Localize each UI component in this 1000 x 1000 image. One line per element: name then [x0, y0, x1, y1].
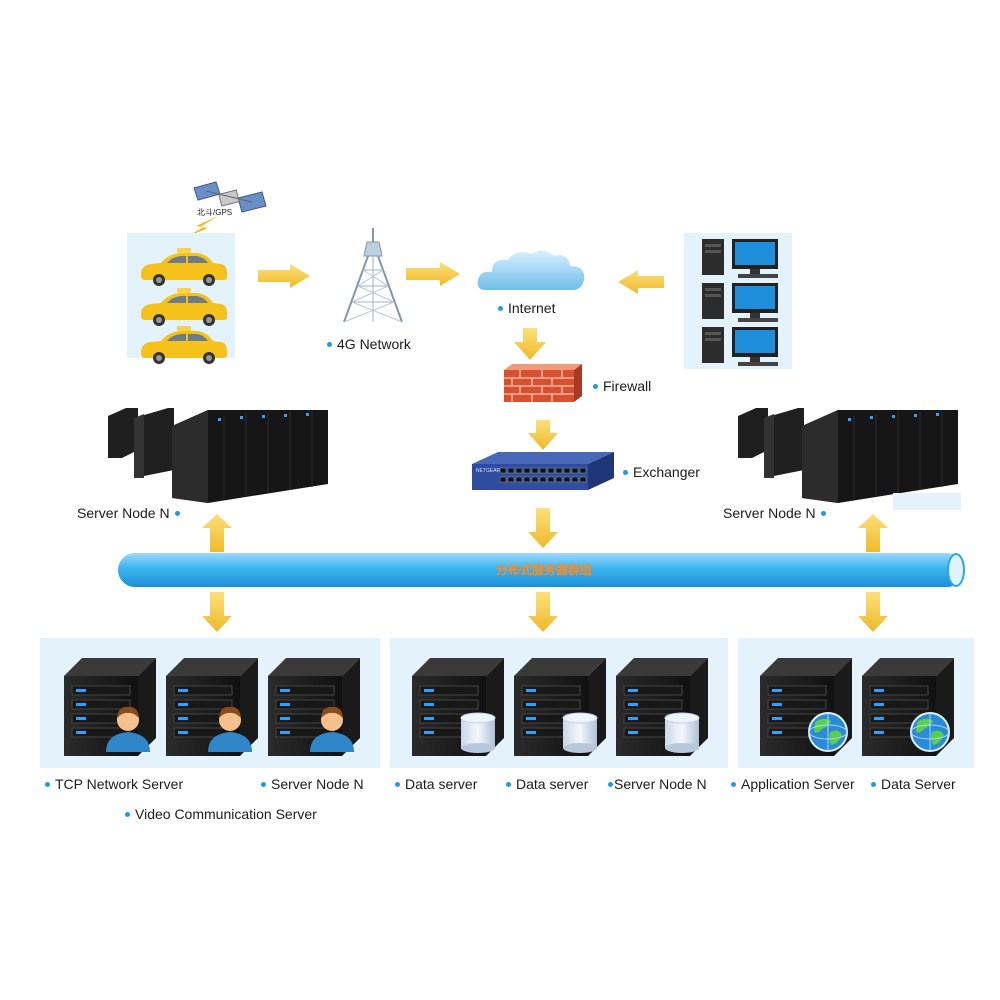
database-icon [460, 712, 496, 754]
bus-label: 分布式服务器群组 [495, 563, 592, 577]
label-data-server-right: Data Server [866, 776, 956, 792]
computer-icon [702, 327, 778, 366]
taxi-fleet [140, 247, 228, 365]
bullet-icon [608, 781, 613, 787]
globe-icon [910, 712, 950, 752]
label-video-communication-server: Video Communication Server [120, 806, 317, 822]
bullet-icon [395, 781, 400, 787]
group-right-servers [759, 657, 955, 757]
arrow-down-icon [528, 420, 558, 450]
label-internet: Internet [493, 300, 555, 316]
group-middle-servers [411, 657, 709, 757]
label-data-server-2: Data server [501, 776, 588, 792]
database-icon [562, 712, 598, 754]
computer-icon [702, 239, 778, 278]
bullet-icon [731, 781, 736, 787]
taxi-icon [140, 247, 228, 287]
arrow-up-icon [202, 514, 232, 552]
network-switch-icon: NETGEAR [472, 452, 614, 490]
bullet-icon [506, 781, 511, 787]
label-server-node-n-middle: Server Node N [603, 776, 707, 792]
computer-icon [702, 283, 778, 322]
satellite-icon [193, 181, 267, 213]
bullet-icon [261, 781, 266, 787]
client-panel [684, 233, 792, 369]
label-server-node-n-left-group: Server Node N [256, 776, 364, 792]
bullet-icon [623, 469, 628, 475]
server-cluster-icon [737, 407, 959, 504]
arrow-up-icon [858, 514, 888, 552]
bullet-icon [174, 510, 180, 516]
group-left-servers [63, 657, 361, 757]
label-exchanger: Exchanger [618, 464, 700, 480]
arrow-right-icon [406, 262, 460, 286]
distributed-server-bus: 分布式服务器群组 [118, 553, 970, 587]
lightning-icon [184, 216, 218, 238]
bullet-icon [498, 305, 503, 311]
server-cluster-icon [107, 407, 329, 504]
arrow-down-icon [528, 508, 558, 548]
bullet-icon [125, 811, 130, 817]
globe-icon [808, 712, 848, 752]
arrow-left-icon [618, 270, 664, 294]
highlight-box [893, 493, 961, 510]
satellite-label: 北斗/GPS [197, 208, 233, 217]
bullet-icon [45, 781, 50, 787]
group-right-panel [738, 638, 974, 768]
arrow-down-icon [528, 592, 558, 632]
bullet-icon [871, 781, 876, 787]
arrow-down-icon [202, 592, 232, 632]
firewall-icon [504, 364, 582, 402]
bullet-icon [327, 341, 332, 347]
label-firewall: Firewall [588, 378, 651, 394]
label-server-node-right: Server Node N [723, 505, 831, 521]
taxi-icon [140, 287, 228, 327]
label-server-node-left: Server Node N [77, 505, 185, 521]
arrow-down-icon [514, 328, 546, 360]
arrow-right-icon [258, 264, 310, 288]
label-4g-network: 4G Network [322, 336, 411, 352]
svg-text:NETGEAR: NETGEAR [476, 468, 501, 474]
cell-tower-icon [343, 228, 403, 323]
arrow-down-icon [858, 592, 888, 632]
bullet-icon [593, 383, 598, 389]
bullet-icon [820, 510, 826, 516]
label-data-server-1: Data server [390, 776, 477, 792]
label-application-server: Application Server [726, 776, 855, 792]
group-left-panel [40, 638, 380, 768]
client-computers [702, 239, 778, 366]
database-icon [664, 712, 700, 754]
label-tcp-network-server: TCP Network Server [40, 776, 183, 792]
cloud-icon [477, 250, 585, 290]
satellite [186, 180, 276, 230]
group-middle-panel [390, 638, 728, 768]
taxi-icon [140, 325, 228, 365]
vehicle-panel [127, 233, 235, 365]
